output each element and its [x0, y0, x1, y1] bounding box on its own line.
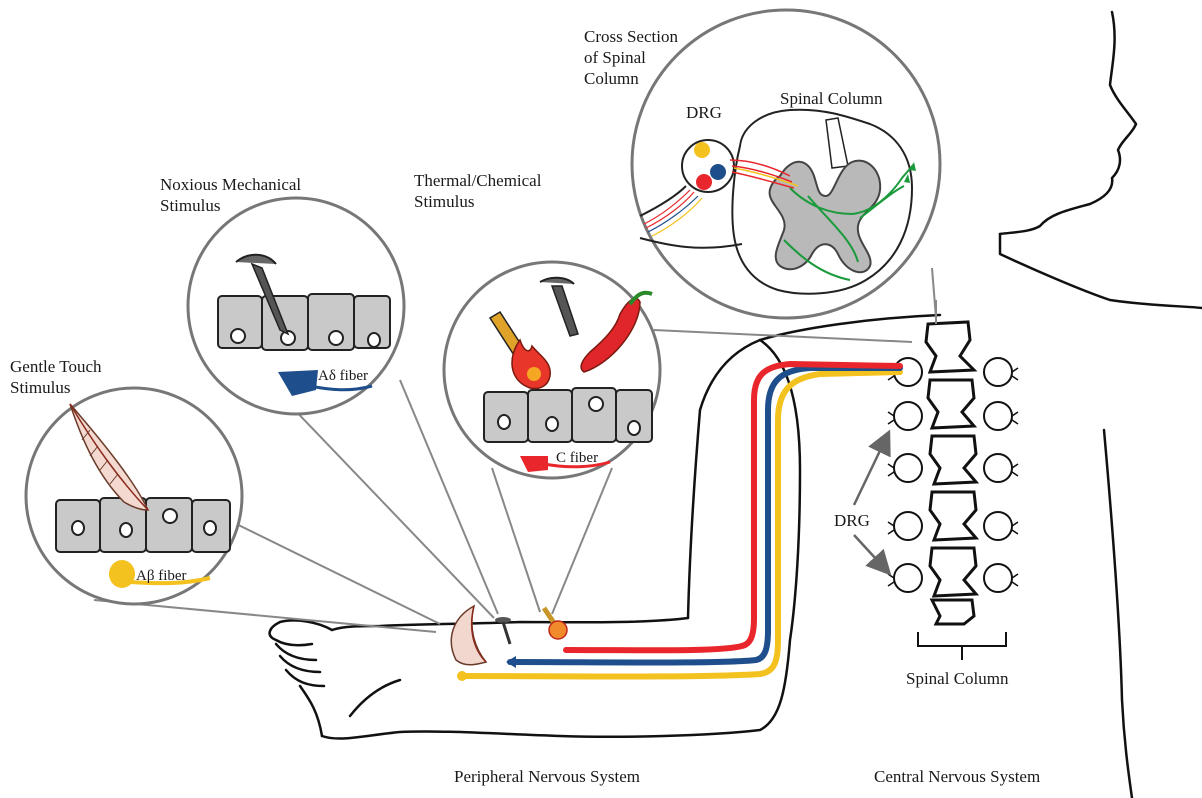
drg-body-label: DRG — [834, 510, 870, 531]
thermal-chemical-inset — [444, 262, 660, 478]
abeta-fiber-label: Aβ fiber — [136, 566, 187, 587]
spinal-column-bracket — [918, 632, 1006, 660]
adelta-fiber-label: Aδ fiber — [318, 366, 368, 387]
drg-inset-label: DRG — [686, 102, 722, 123]
match-icon — [544, 608, 567, 639]
drg-arrows — [854, 434, 888, 572]
peripheral-nervous-system-label: Peripheral Nervous System — [454, 766, 640, 787]
cross-section-inset — [632, 10, 940, 318]
cross-section-label: Cross Section of Spinal Column — [584, 26, 678, 89]
vertebral-column — [926, 322, 976, 624]
feather-icon — [451, 606, 486, 665]
gentle-touch-label: Gentle Touch Stimulus — [10, 356, 102, 398]
spinal-column-inset-label: Spinal Column — [780, 88, 882, 109]
thermal-chemical-label: Thermal/Chemical Stimulus — [414, 170, 541, 212]
c-fiber-label: C fiber — [556, 448, 598, 469]
noxious-mechanical-label: Noxious Mechanical Stimulus — [160, 174, 301, 216]
spinal-column-body-label: Spinal Column — [906, 668, 1008, 689]
gentle-touch-inset — [26, 388, 242, 604]
central-nervous-system-label: Central Nervous System — [874, 766, 1040, 787]
adelta-arrowhead — [506, 656, 516, 668]
section-connector — [932, 268, 936, 318]
nail-icon — [495, 617, 511, 644]
noxious-mechanical-inset — [188, 198, 404, 414]
